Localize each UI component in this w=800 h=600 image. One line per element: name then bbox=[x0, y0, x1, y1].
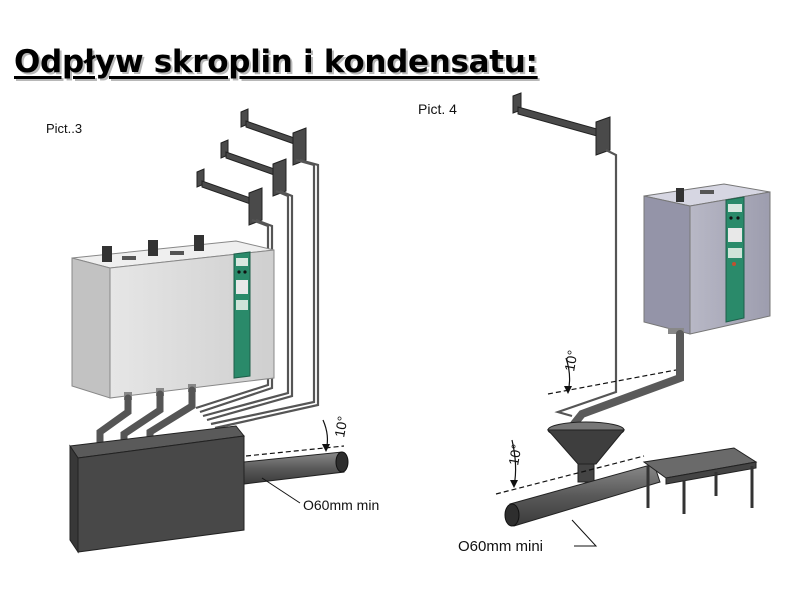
control-panel bbox=[233, 251, 251, 379]
angle-indicator-right-lower bbox=[495, 439, 645, 495]
diameter-leader-left bbox=[261, 477, 301, 504]
funnel bbox=[546, 421, 626, 483]
page-title: Odpływ skroplin i kondensatu: bbox=[14, 44, 538, 80]
wall-bracket-right bbox=[512, 92, 611, 156]
outlet-pipe-left bbox=[243, 451, 349, 485]
collecting-tank bbox=[69, 425, 245, 554]
left-figure: 10° bbox=[69, 108, 351, 554]
angle-label-left: 10° bbox=[331, 415, 350, 439]
condensate-tube-right bbox=[554, 149, 618, 418]
left-figure-label: Pict..3 bbox=[46, 121, 83, 136]
wall-bracket-middle bbox=[220, 139, 287, 197]
outlet-pipe-right bbox=[504, 463, 661, 527]
right-figure: 10° 10° bbox=[495, 92, 771, 547]
right-figure-label: Pict. 4 bbox=[418, 101, 457, 117]
wall-bracket-top bbox=[240, 108, 307, 166]
diameter-leader-right bbox=[571, 519, 598, 547]
angle-indicator-right-upper bbox=[547, 357, 677, 395]
right-pipe-diameter-label: O60mm mini bbox=[458, 538, 544, 555]
wall-bracket-bottom bbox=[196, 168, 263, 226]
angle-label-right-upper: 10° bbox=[561, 349, 580, 373]
support-stand bbox=[642, 447, 758, 514]
angle-label-right-lower: 10° bbox=[505, 443, 524, 467]
humidifier-unit-left bbox=[71, 235, 275, 400]
unit-drain-pipe-right bbox=[570, 330, 684, 428]
humidifier-unit-right bbox=[643, 183, 771, 335]
control-panel-right bbox=[725, 196, 745, 323]
angle-indicator-left bbox=[245, 419, 345, 457]
left-pipe-diameter-label: O60mm min bbox=[303, 497, 380, 513]
